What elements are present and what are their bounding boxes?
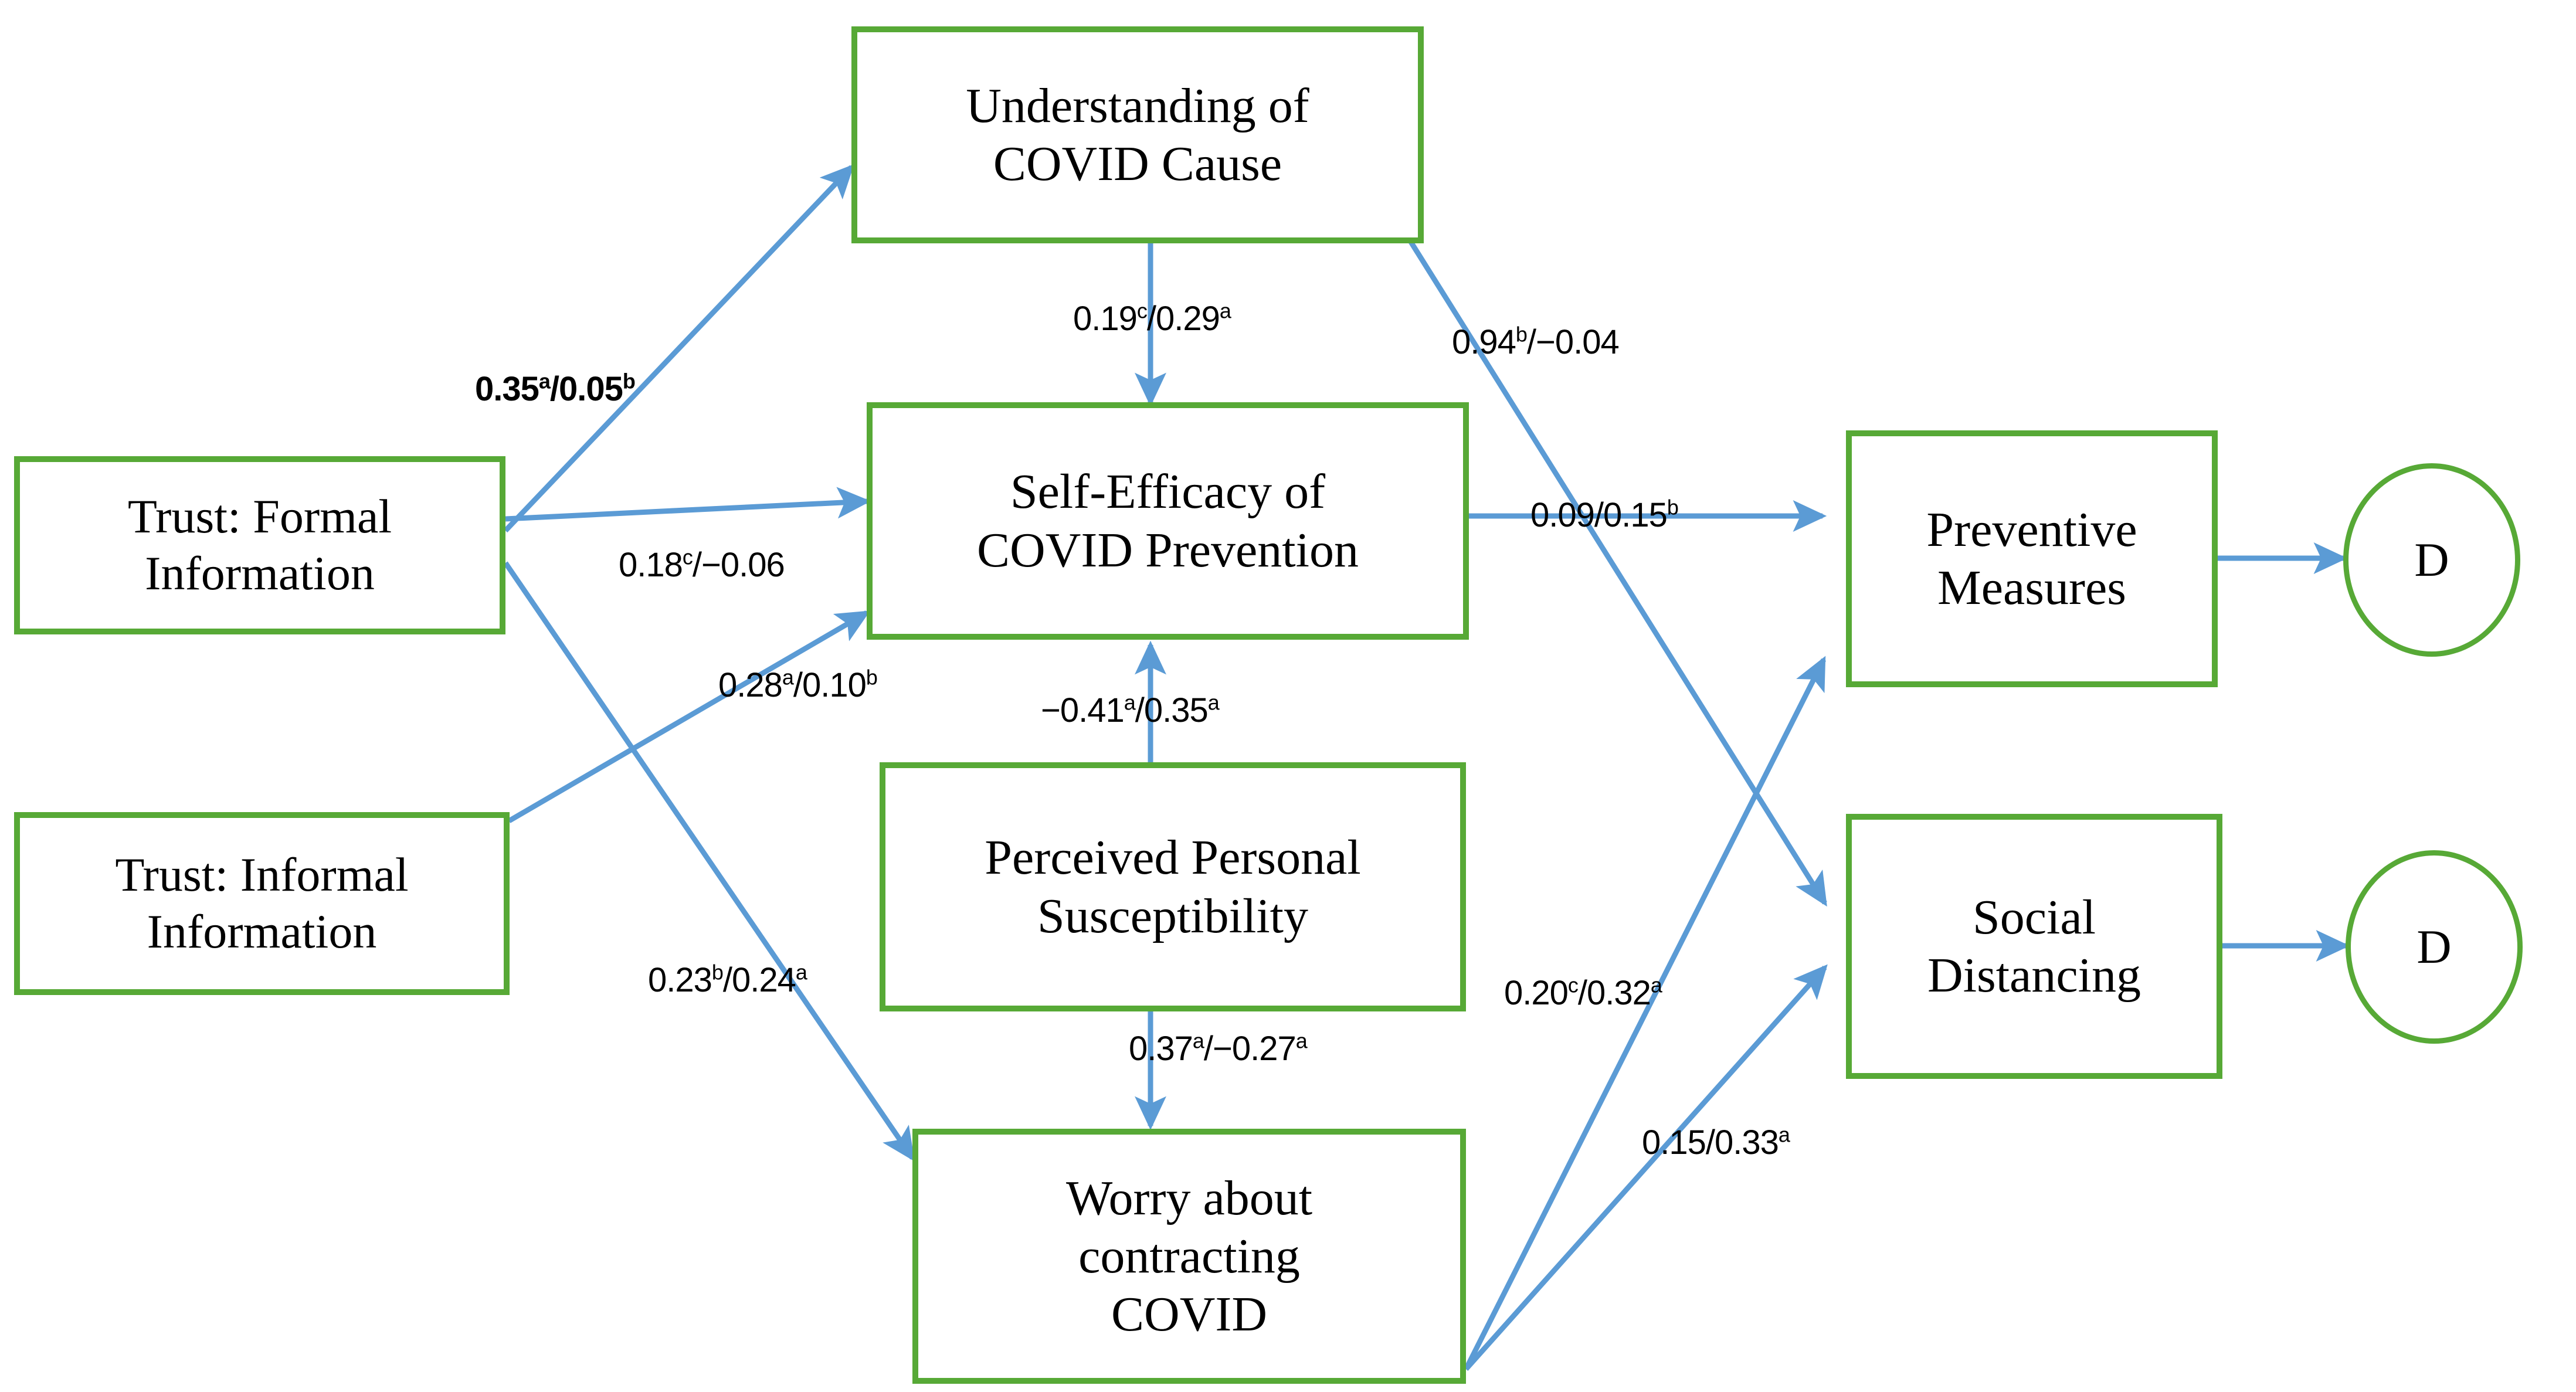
node-self-efficacy-of-covid-prevention[interactable]: Self-Efficacy of COVID Prevention	[867, 402, 1469, 640]
node-label-line3: COVID	[1111, 1287, 1267, 1342]
edge-trust-informal-to-self-efficacy	[507, 610, 871, 823]
node-social-distancing[interactable]: Social Distancing	[1846, 814, 2222, 1079]
path-label-understanding-to-social-distancing: 0.94b/−0.04	[1452, 322, 1620, 361]
path-label-trust-informal-to-self-efficacy: 0.28a/0.10b	[718, 665, 878, 704]
node-label-line1: Trust: Informal	[115, 848, 409, 902]
edge-trust-formal-to-understanding	[503, 164, 854, 533]
node-perceived-personal-susceptibility[interactable]: Perceived Personal Susceptibility	[880, 762, 1466, 1011]
edge-worry-to-preventive-measures	[1463, 656, 1827, 1371]
node-label-line2: Distancing	[1927, 948, 2141, 1003]
path-label-understanding-to-self-efficacy: 0.19c/0.29a	[1073, 298, 1231, 338]
path-label-worry-to-preventive-measures: 0.20c/0.32a	[1504, 973, 1662, 1012]
path-label-susceptibility-to-self-efficacy: −0.41a/0.35a	[1041, 690, 1220, 729]
node-label-line1: Understanding of	[966, 78, 1309, 133]
path-label-trust-informal-to-worry: 0.23b/0.24a	[648, 960, 807, 999]
node-label-line2: contracting	[1078, 1228, 1300, 1284]
disturbance-label: D	[2417, 920, 2452, 973]
disturbance-label: D	[2414, 533, 2449, 586]
path-label-trust-formal-to-understanding: 0.35a/0.05b	[475, 369, 636, 408]
node-label-line2: Measures	[1937, 561, 2126, 615]
node-label-line1: Social	[1973, 889, 2096, 945]
node-label-line2: Information	[147, 905, 377, 958]
node-label-line1: Perceived Personal	[985, 830, 1361, 885]
node-label-line2: COVID Prevention	[977, 522, 1359, 578]
node-disturbance-preventive-measures[interactable]: D	[2343, 463, 2520, 657]
path-label-self-efficacy-to-preventive-measures: 0.09/0.15b	[1530, 495, 1679, 534]
node-label-line1: Trust: Formal	[127, 490, 392, 544]
node-preventive-measures[interactable]: Preventive Measures	[1846, 430, 2218, 687]
path-label-trust-formal-to-self-efficacy: 0.18c/−0.06	[619, 545, 785, 584]
path-label-susceptibility-to-worry: 0.37a/−0.27a	[1129, 1028, 1308, 1068]
node-trust-informal-information[interactable]: Trust: Informal Information	[14, 812, 510, 995]
node-disturbance-social-distancing[interactable]: D	[2346, 850, 2523, 1044]
node-label-line2: Information	[145, 546, 375, 600]
node-label-line2: COVID Cause	[993, 137, 1282, 191]
path-label-worry-to-social-distancing: 0.15/0.33a	[1642, 1122, 1790, 1162]
edge-trust-informal-to-worry	[503, 561, 915, 1162]
node-understanding-of-covid-cause[interactable]: Understanding of COVID Cause	[851, 26, 1424, 243]
node-worry-about-contracting-covid[interactable]: Worry about contracting COVID	[912, 1129, 1466, 1384]
node-label-line1: Worry about	[1065, 1170, 1313, 1225]
node-trust-formal-information[interactable]: Trust: Formal Information	[14, 456, 505, 634]
edge-trust-formal-to-self-efficacy	[505, 487, 871, 522]
node-label-line1: Self-Efficacy of	[1010, 464, 1326, 520]
node-label-line1: Preventive	[1926, 502, 2137, 557]
node-label-line2: Susceptibility	[1037, 888, 1308, 943]
edge-worry-to-social-distancing	[1464, 964, 1828, 1371]
